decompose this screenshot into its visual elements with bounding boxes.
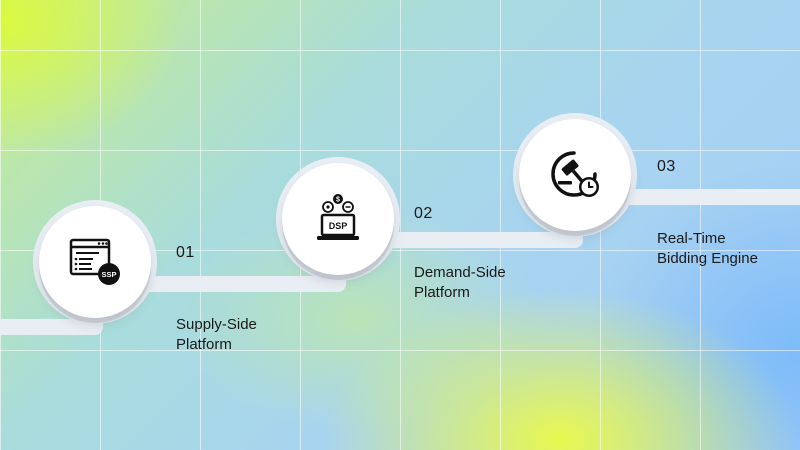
step-2-label: Demand-Side Platform	[414, 263, 574, 303]
step-1-label: Supply-Side Platform	[176, 315, 336, 355]
gavel-clock-icon	[551, 151, 599, 197]
svg-text:$: $	[336, 197, 340, 204]
ssp-badge-text: SSP	[101, 270, 116, 279]
step-1-label-line1: Supply-Side	[176, 316, 257, 333]
step-2-label-line2: Platform	[414, 284, 470, 301]
step-2-number: 02	[414, 205, 433, 222]
step-3-label: Real-Time Bidding Engine	[657, 229, 800, 269]
step-2-label-line1: Demand-Side	[414, 264, 506, 281]
step-3-label-line2: Bidding Engine	[657, 250, 758, 267]
step-2-node: $ DSP	[282, 163, 394, 275]
step-3-label-line1: Real-Time	[657, 230, 726, 247]
step-3-node	[519, 119, 631, 231]
dsp-badge-text: DSP	[329, 221, 348, 231]
step-3-number: 03	[657, 158, 676, 175]
step-1-number: 01	[176, 244, 195, 261]
step-1-node: SSP	[39, 206, 151, 318]
dsp-laptop-icon: $ DSP	[317, 194, 359, 240]
ssp-browser-icon: SSP	[69, 238, 120, 285]
step-1-label-line2: Platform	[176, 336, 232, 353]
